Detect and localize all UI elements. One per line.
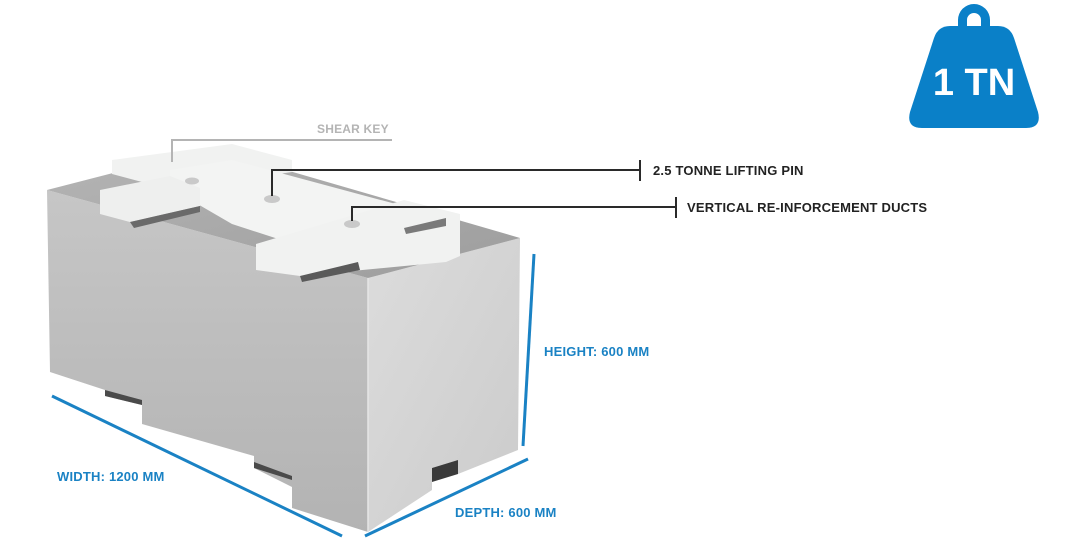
shear-key [100, 144, 460, 282]
width-dimension-line [51, 394, 343, 538]
block-notch-shadow [432, 460, 458, 482]
weight-label: 1 TN [933, 62, 1015, 104]
duct-hole [344, 220, 360, 228]
depth-dimension-line [364, 457, 529, 538]
weight-handle [958, 4, 990, 30]
callout-lines [171, 139, 677, 221]
weight-body [909, 26, 1039, 128]
lifting-pin-hole [264, 195, 280, 203]
lifting-pin-leader [271, 169, 640, 196]
height-dimension-line [521, 253, 536, 447]
weight-icon: 1 TN [909, 4, 1039, 128]
shear-key-shadow [404, 218, 446, 234]
shear-key-front-bar [256, 200, 460, 276]
block-side-face [368, 238, 520, 532]
lifting-pin-label: 2.5 TONNE LIFTING PIN [653, 163, 804, 178]
duct-hole [185, 177, 199, 185]
shear-key-label: SHEAR KEY [317, 122, 389, 136]
shear-key-left-arm [100, 176, 200, 222]
reinforcement-ducts-label: VERTICAL RE-INFORCEMENT DUCTS [687, 200, 928, 215]
block-front-face [47, 190, 368, 532]
shear-key-shadow [300, 262, 360, 282]
shear-key-shadow [130, 206, 200, 228]
block-notch-shadow [254, 462, 292, 480]
dimension-lines [51, 253, 536, 538]
ducts-leader [351, 206, 676, 221]
height-label: HEIGHT: 600 MM [544, 344, 650, 359]
width-label: WIDTH: 1200 MM [57, 469, 165, 484]
block-notch-shadow [105, 390, 142, 405]
depth-label: DEPTH: 600 MM [455, 505, 557, 520]
shear-key-leader [171, 139, 392, 162]
